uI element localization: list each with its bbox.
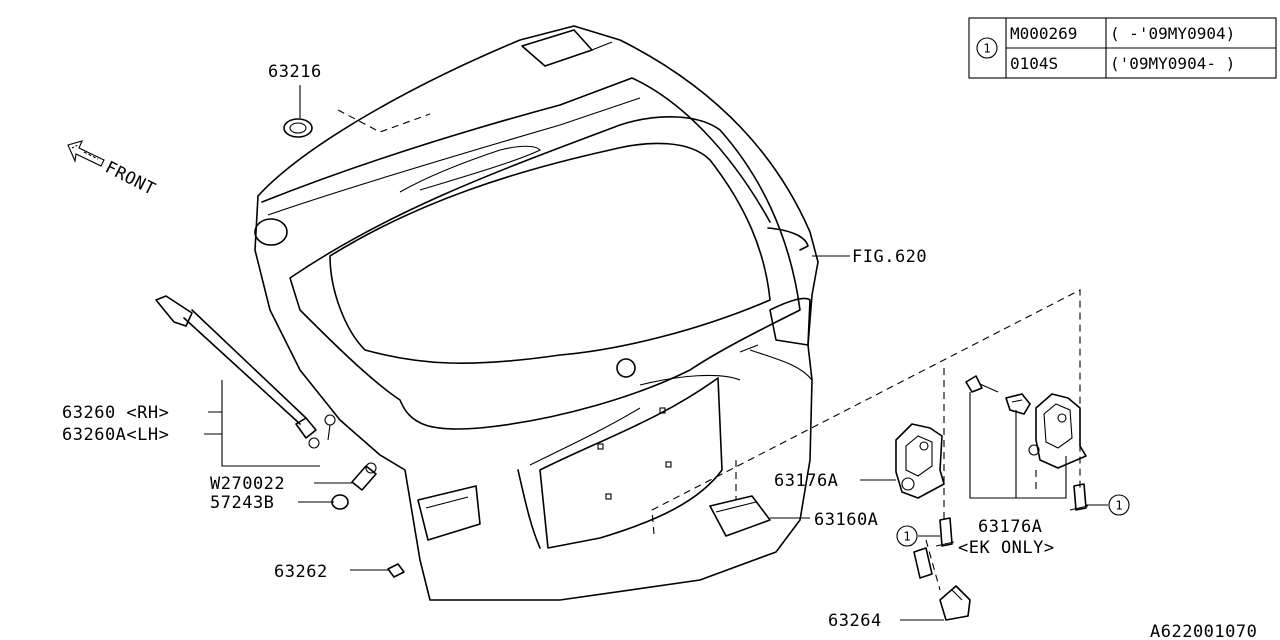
table-ref-circle xyxy=(976,37,998,59)
figure-id: A622001070 xyxy=(1150,622,1257,640)
latch-63176a-left xyxy=(895,423,945,499)
label-63260a-lh: 63260A<LH> xyxy=(62,425,169,445)
label-63264: 63264 xyxy=(828,611,882,631)
light-63160a xyxy=(709,495,771,537)
table-ref-number: 1 xyxy=(983,42,990,56)
label-63176a-left: 63176A xyxy=(774,471,838,491)
cap-63216 xyxy=(283,118,313,138)
screw-63264 xyxy=(913,547,933,579)
clip-strut-ball xyxy=(324,414,336,441)
front-direction-indicator: FRONT xyxy=(67,140,159,200)
wiper-pivot xyxy=(616,358,636,378)
bumper-63262 xyxy=(387,563,405,578)
label-63176a-right: 63176A xyxy=(978,517,1042,537)
bolt-1a xyxy=(935,517,955,547)
table-row-1-range: ( -'09MY0904) xyxy=(1110,24,1235,43)
label-63262: 63262 xyxy=(274,562,328,582)
latch-63176a-right xyxy=(1028,393,1087,469)
bolt-1b xyxy=(1069,483,1089,511)
svg-text:1: 1 xyxy=(1115,499,1122,513)
label-ek-only: <EK ONLY> xyxy=(958,538,1055,558)
bumper-57243b xyxy=(331,494,349,510)
table-row-1-code: M000269 xyxy=(1010,24,1077,43)
ref-marker-1b: 1 xyxy=(896,525,918,547)
rear-gate-panel xyxy=(254,25,819,601)
ref-marker-1a: 1 xyxy=(1108,494,1130,516)
label-63160a: 63160A xyxy=(814,510,878,530)
front-arrow-icon xyxy=(67,140,105,167)
bolt-w270022 xyxy=(351,462,377,491)
gas-strut-63260 xyxy=(155,295,320,449)
table-row-2-code: 0104S xyxy=(1010,54,1058,73)
applicability-table: 1 M000269 ( -'09MY0904) 0104S ('09MY0904… xyxy=(968,17,1277,79)
label-63216: 63216 xyxy=(268,62,322,82)
front-label: FRONT xyxy=(102,158,159,200)
svg-text:1: 1 xyxy=(903,530,910,544)
part-labels: 63216 FIG.620 63260 <RH> 63260A<LH> W270… xyxy=(62,62,1257,640)
leader-lines xyxy=(204,85,1108,621)
actuator-plug xyxy=(1005,393,1031,415)
label-63260-rh: 63260 <RH> xyxy=(62,403,169,423)
label-57243b: 57243B xyxy=(210,493,274,513)
label-w270022: W270022 xyxy=(210,474,285,494)
striker-63264 xyxy=(939,585,971,621)
label-fig620: FIG.620 xyxy=(852,247,927,267)
screw-upper xyxy=(965,375,999,393)
table-row-2-range: ('09MY0904- ) xyxy=(1110,54,1235,73)
